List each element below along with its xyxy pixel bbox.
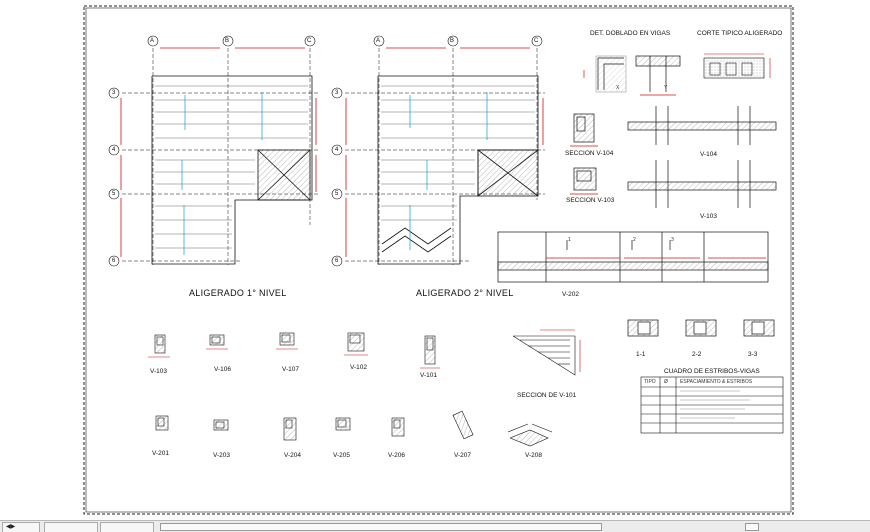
section-v103-title: SECCION V-103 xyxy=(566,197,615,204)
beam-label: V-103 xyxy=(150,368,167,375)
axis-label-b: B xyxy=(450,38,455,44)
typical-slab-section xyxy=(703,53,771,79)
axis-label-3: 3 xyxy=(335,90,339,96)
axis-label-5: 5 xyxy=(335,191,339,197)
span-mark-1: 1 xyxy=(568,237,571,243)
elevation-v103-label: V-103 xyxy=(700,213,717,220)
horizontal-scrollbar[interactable] xyxy=(160,523,602,531)
beam-label: V-203 xyxy=(213,452,230,459)
section-v104-detail xyxy=(570,113,598,147)
beam-label: V-106 xyxy=(214,366,231,373)
table-header-spacing: ESPACIAMIENTO & ESTRIBOS xyxy=(680,379,753,385)
elevation-v202-label: V-202 xyxy=(562,291,579,298)
plan-2-dimensions xyxy=(345,47,544,257)
beam-label: V-208 xyxy=(525,452,542,459)
axis-label-a: A xyxy=(376,38,381,44)
bend-detail-title: DET. DOBLADO EN VIGAS xyxy=(590,30,671,37)
table-header-diameter: Ø xyxy=(664,379,668,385)
axis-label-c: C xyxy=(307,38,312,44)
bend-mark-y: Y xyxy=(664,85,668,91)
axis-label-a: A xyxy=(150,38,155,44)
cut-label-1: 1-1 xyxy=(636,351,646,358)
beam-label: V-102 xyxy=(350,364,367,371)
section-v101-title: SECCION DE V-101 xyxy=(517,392,577,399)
axis-label-4: 4 xyxy=(112,147,116,153)
tab-nav-arrows[interactable]: ◀▶ xyxy=(2,522,40,532)
beam-label: V-201 xyxy=(152,450,169,457)
section-v104-title: SECCION V-104 xyxy=(565,150,614,157)
axis-label-6: 6 xyxy=(112,258,116,264)
axis-label-5: 5 xyxy=(112,191,116,197)
stirrup-table-title: CUADRO DE ESTRIBOS-VIGAS xyxy=(664,368,760,375)
stirrup-table xyxy=(640,376,784,434)
beam-label: V-206 xyxy=(388,452,405,459)
table-header-type: TIPO xyxy=(644,379,656,385)
section-v101-detail xyxy=(512,329,581,376)
plan-1-outline xyxy=(151,75,313,265)
bend-detail xyxy=(583,55,681,96)
elevation-v103 xyxy=(627,160,777,208)
plan-2-outline xyxy=(377,75,539,265)
beam-label: V-204 xyxy=(284,452,301,459)
elevation-v104-label: V-104 xyxy=(700,151,717,158)
beam-sections-row-2 xyxy=(155,410,553,447)
beam-sections-row-1 xyxy=(148,332,440,369)
plan-1-dimensions xyxy=(120,47,317,257)
plan-2-title: ALIGERADO 2° NIVEL xyxy=(416,288,514,298)
span-mark-3: 3 xyxy=(671,237,674,243)
axis-label-3: 3 xyxy=(112,90,116,96)
beam-label: V-205 xyxy=(333,452,350,459)
beam-label: V-101 xyxy=(420,372,437,379)
layout-tab-bar: ◀▶ xyxy=(0,520,870,532)
scroll-thumb[interactable] xyxy=(745,523,759,531)
axis-label-6: 6 xyxy=(335,258,339,264)
tab-layout-2[interactable] xyxy=(100,522,154,532)
axis-label-b: B xyxy=(225,38,230,44)
beam-label: V-207 xyxy=(454,452,471,459)
tab-layout-1[interactable] xyxy=(44,522,98,532)
elevation-v202 xyxy=(497,231,769,283)
plan-1-axis-bubbles xyxy=(108,35,316,267)
elevation-v104 xyxy=(627,106,777,145)
beam-label: V-107 xyxy=(282,366,299,373)
plan-1-title: ALIGERADO 1° NIVEL xyxy=(189,288,287,298)
section-v103-detail xyxy=(570,167,598,195)
axis-label-c: C xyxy=(534,38,539,44)
span-mark-2: 2 xyxy=(633,237,636,243)
cut-label-3: 3-3 xyxy=(748,351,758,358)
axis-label-4: 4 xyxy=(335,147,339,153)
cut-label-2: 2-2 xyxy=(692,351,702,358)
plan-2-axis-bubbles xyxy=(331,35,543,267)
typical-section-title: CORTE TIPICO ALIGERADO xyxy=(697,30,783,37)
sheet-border xyxy=(83,5,794,515)
cut-details xyxy=(627,319,775,337)
bend-mark-x: X xyxy=(616,85,620,91)
